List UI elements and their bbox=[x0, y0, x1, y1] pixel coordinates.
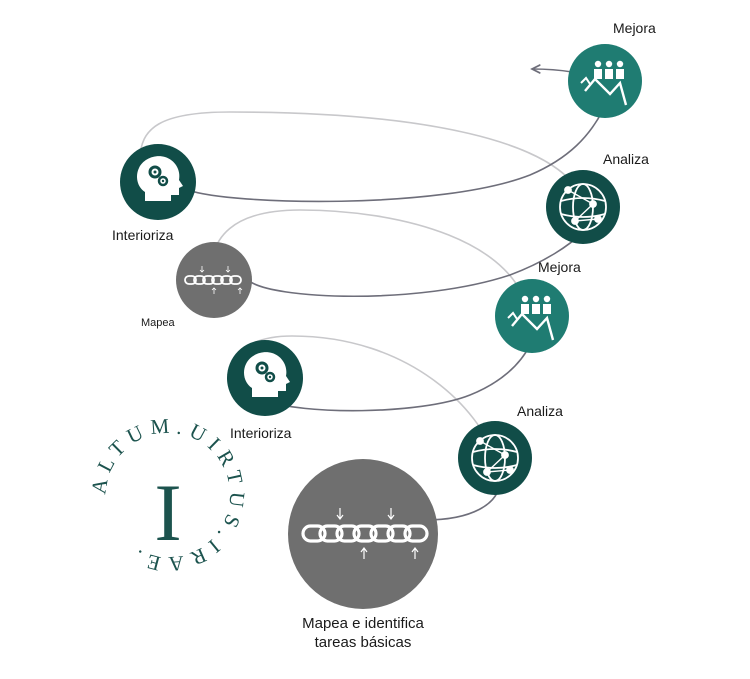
spiral-front-segment bbox=[187, 109, 604, 203]
globe-network-icon bbox=[559, 183, 607, 231]
altum-logo: ALTUM.UIRTUS.IRAE. I bbox=[86, 413, 243, 576]
spiral-front-segment bbox=[247, 231, 584, 297]
step-node-analiza-2 bbox=[546, 170, 620, 244]
chain-icon bbox=[301, 508, 429, 559]
spiral-back-segment bbox=[211, 209, 531, 321]
chain-icon bbox=[184, 266, 243, 294]
step-label-analiza-1: Analiza bbox=[517, 403, 563, 419]
growth-people-icon bbox=[580, 60, 628, 106]
step-node-mapea-large bbox=[288, 459, 438, 609]
logo-letter: I bbox=[154, 467, 181, 558]
step-node-mapea-small bbox=[176, 242, 252, 318]
step-label-mapea-large: Mapea e identifica tareas básicas bbox=[302, 615, 424, 651]
step-label-mejora-2: Mejora bbox=[613, 20, 656, 36]
spiral-arrow bbox=[532, 69, 573, 72]
step-node-analiza-1 bbox=[458, 421, 532, 495]
head-gears-icon bbox=[137, 156, 183, 201]
growth-people-icon bbox=[507, 295, 555, 341]
step-label-analiza-2: Analiza bbox=[603, 151, 649, 167]
spiral-connector bbox=[139, 69, 604, 521]
step-node-mejora-1 bbox=[495, 279, 569, 353]
step-label-interioriza-2: Interioriza bbox=[112, 227, 174, 243]
step-node-interioriza-2 bbox=[120, 144, 196, 220]
spiral-back-segment bbox=[139, 111, 584, 201]
step-node-interioriza-1 bbox=[227, 340, 303, 416]
spiral-front-segment bbox=[264, 344, 531, 412]
step-label-mapea-small: Mapea bbox=[141, 317, 175, 329]
step-label-mejora-1: Mejora bbox=[538, 259, 581, 275]
globe-network-icon bbox=[471, 434, 519, 482]
step-node-mejora-2 bbox=[568, 44, 642, 118]
step-label-interioriza-1: Interioriza bbox=[230, 425, 292, 441]
head-gears-icon bbox=[244, 352, 290, 397]
